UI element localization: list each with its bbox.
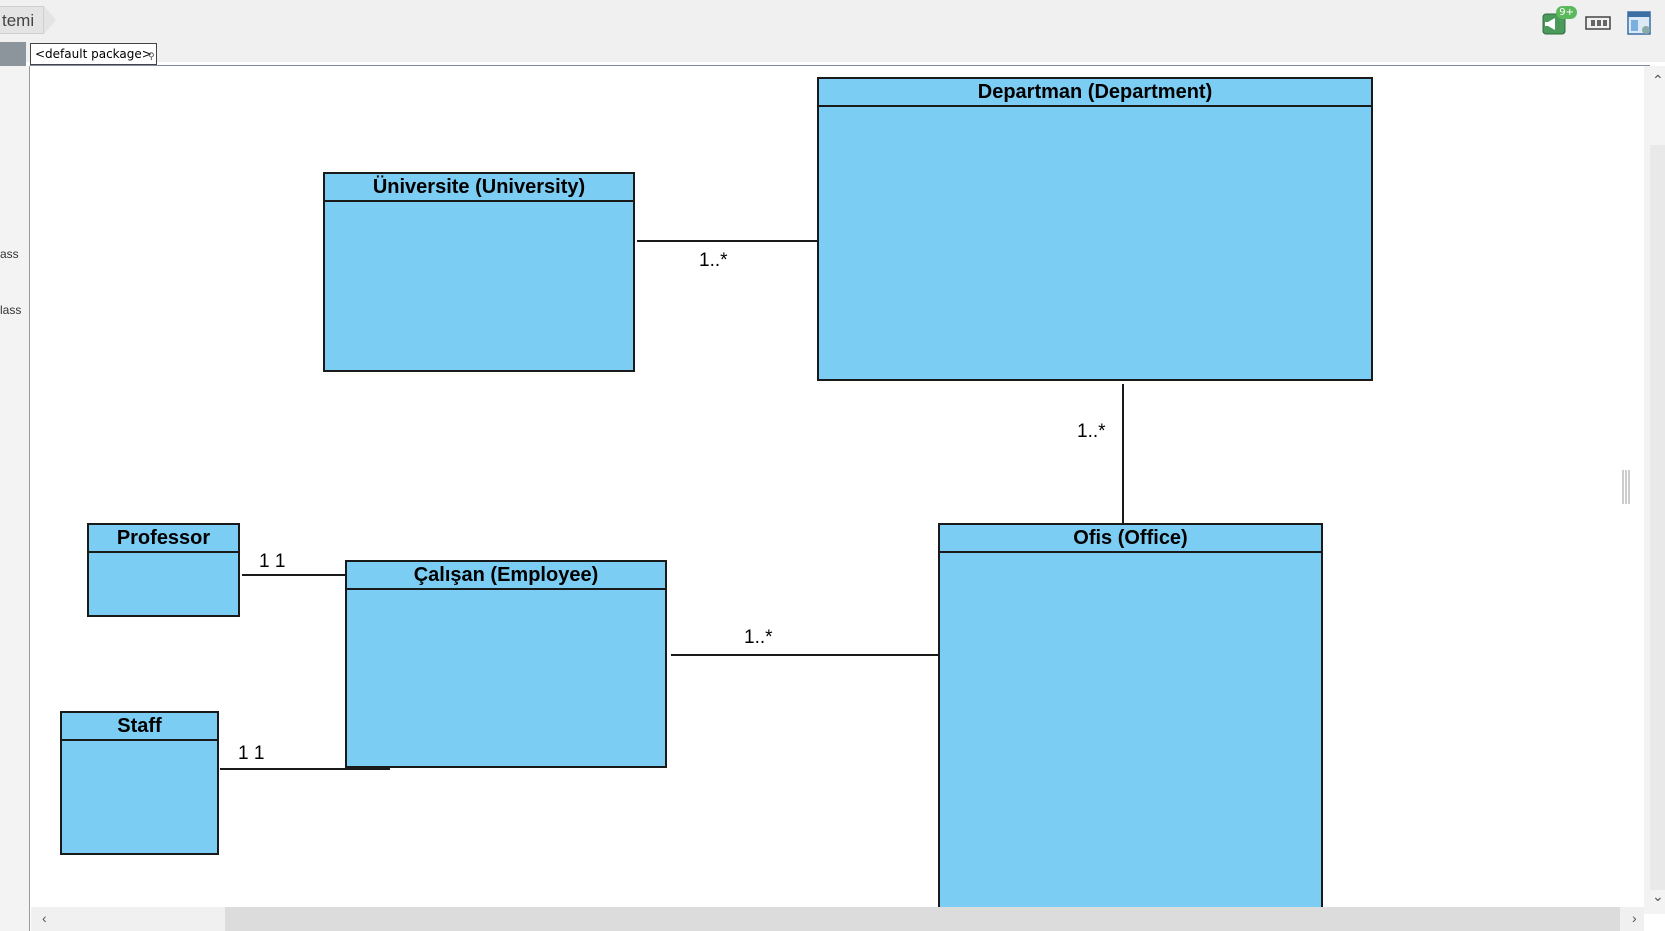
- class-employee[interactable]: Çalışan (Employee): [345, 560, 667, 768]
- breadcrumb-tab[interactable]: temi: [0, 6, 44, 34]
- breadcrumb-label: temi: [2, 11, 35, 30]
- scroll-left-icon[interactable]: ‹: [42, 910, 47, 926]
- class-name: Çalışan (Employee): [347, 562, 665, 590]
- toolbar-icons: 9+: [1541, 6, 1655, 38]
- class-university[interactable]: Üniversite (University): [323, 172, 635, 372]
- class-professor[interactable]: Professor: [87, 523, 240, 617]
- layout-icon[interactable]: [1625, 10, 1655, 36]
- horizontal-scroll-thumb[interactable]: [225, 907, 1620, 931]
- scroll-right-icon[interactable]: ›: [1632, 910, 1637, 926]
- class-staff[interactable]: Staff: [60, 711, 219, 855]
- class-name: Professor: [89, 525, 238, 553]
- palette-item-class[interactable]: lass: [0, 303, 22, 317]
- class-name: Üniversite (University): [325, 174, 633, 202]
- scroll-up-icon[interactable]: ⌃: [1652, 72, 1664, 88]
- multiplicity-label[interactable]: 1..*: [699, 250, 728, 271]
- vertical-scroll-thumb[interactable]: [1650, 145, 1665, 890]
- palette-item-class[interactable]: ass: [0, 247, 19, 261]
- breadcrumb-arrow: [44, 6, 56, 34]
- class-name: Staff: [62, 713, 217, 741]
- class-office[interactable]: Ofis (Office): [938, 523, 1323, 911]
- notification-icon[interactable]: 9+: [1541, 6, 1577, 36]
- package-search-icon[interactable]: ⚲: [148, 51, 155, 61]
- package-label[interactable]: <default package>: [30, 43, 157, 65]
- fit-view-icon[interactable]: [1583, 10, 1613, 36]
- scroll-down-icon[interactable]: ⌄: [1652, 888, 1664, 904]
- package-selector-icon[interactable]: [0, 42, 26, 66]
- multiplicity-label[interactable]: 1..*: [1077, 421, 1106, 442]
- diagram-palette: ass lass: [0, 66, 30, 931]
- multiplicity-label[interactable]: 1 1: [259, 551, 286, 572]
- multiplicity-label[interactable]: 1 1: [238, 743, 265, 764]
- diagram-toolbar: [0, 0, 1665, 62]
- multiplicity-label[interactable]: 1..*: [744, 627, 773, 648]
- notification-badge: 9+: [1556, 6, 1577, 19]
- divider: [30, 65, 1650, 66]
- class-name: Ofis (Office): [940, 525, 1321, 553]
- splitter-grip-icon[interactable]: [1621, 470, 1631, 504]
- class-name: Departman (Department): [819, 79, 1371, 107]
- class-department[interactable]: Departman (Department): [817, 77, 1373, 381]
